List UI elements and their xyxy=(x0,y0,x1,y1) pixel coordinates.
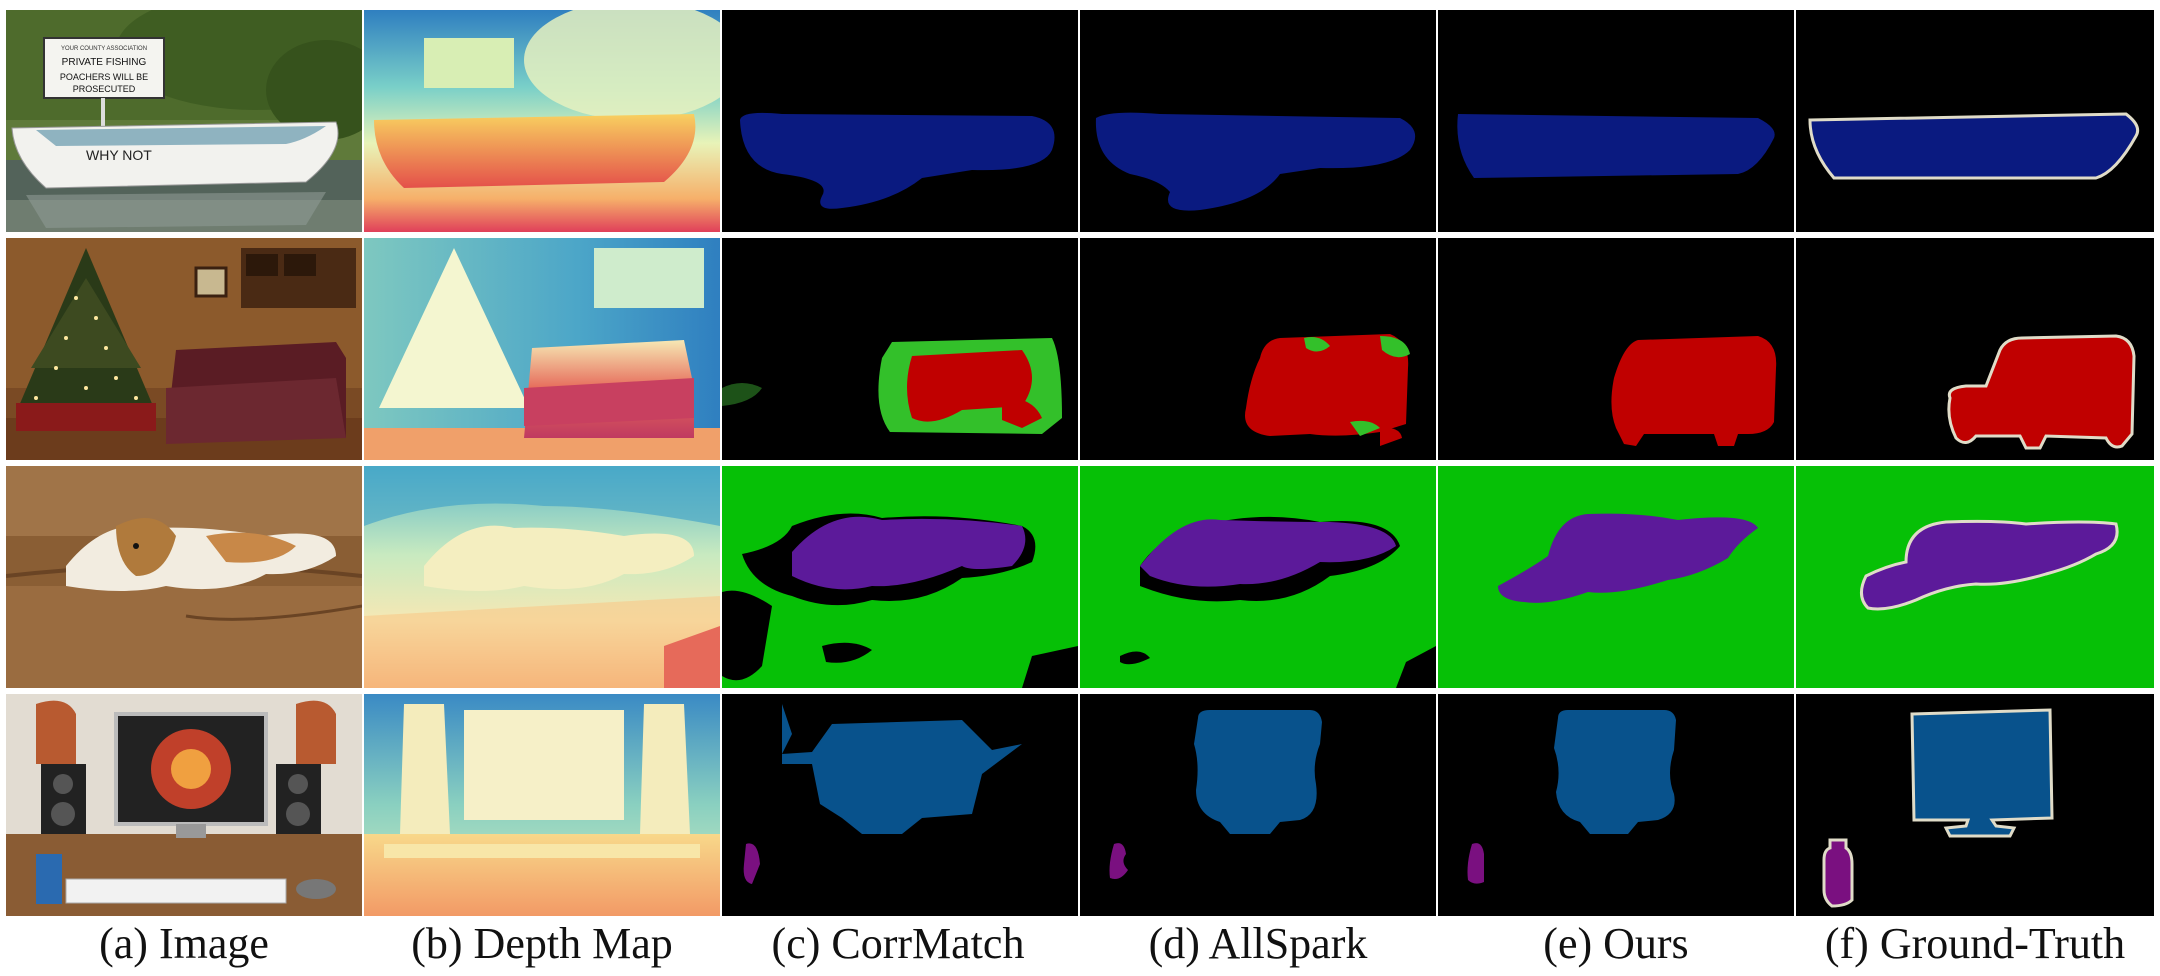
groundtruth-dog xyxy=(1796,466,2154,688)
image-desk xyxy=(6,694,362,916)
boat-text: WHY NOT xyxy=(86,147,152,163)
corrmatch-dog xyxy=(722,466,1078,688)
sign-line-3: POACHERS WILL BE xyxy=(60,72,148,82)
allspark-living-room xyxy=(1080,238,1436,460)
groundtruth-living-room xyxy=(1796,238,2154,460)
allspark-desk xyxy=(1080,694,1436,916)
corrmatch-living-room xyxy=(722,238,1078,460)
groundtruth-desk xyxy=(1796,694,2154,916)
caption-ours: (e) Ours xyxy=(1543,919,1689,968)
corrmatch-boat xyxy=(722,10,1078,232)
corrmatch-desk xyxy=(722,694,1078,916)
ours-desk xyxy=(1438,694,1794,916)
image-living-room xyxy=(6,238,362,460)
caption-image: (a) Image xyxy=(99,919,269,968)
allspark-boat xyxy=(1080,10,1436,232)
figure-grid: YOUR COUNTY ASSOCIATION PRIVATE FISHING … xyxy=(6,10,2154,916)
sign-line-1: YOUR COUNTY ASSOCIATION xyxy=(61,46,147,52)
depth-boat xyxy=(364,10,720,232)
ours-dog xyxy=(1438,466,1794,688)
allspark-dog xyxy=(1080,466,1436,688)
ours-living-room xyxy=(1438,238,1794,460)
caption-corrmatch: (c) CorrMatch xyxy=(771,919,1025,968)
depth-dog xyxy=(364,466,720,688)
image-boat: YOUR COUNTY ASSOCIATION PRIVATE FISHING … xyxy=(6,10,362,232)
groundtruth-boat xyxy=(1796,10,2154,232)
sign-line-2: PRIVATE FISHING xyxy=(62,57,147,68)
caption-ground-truth: (f) Ground-Truth xyxy=(1824,919,2126,968)
ours-boat xyxy=(1438,10,1794,232)
caption-allspark: (d) AllSpark xyxy=(1148,919,1368,968)
caption-depth-map: (b) Depth Map xyxy=(411,919,673,968)
image-dog xyxy=(6,466,362,688)
depth-living-room xyxy=(364,238,720,460)
sign-line-4: PROSECUTED xyxy=(73,84,136,94)
depth-desk xyxy=(364,694,720,916)
